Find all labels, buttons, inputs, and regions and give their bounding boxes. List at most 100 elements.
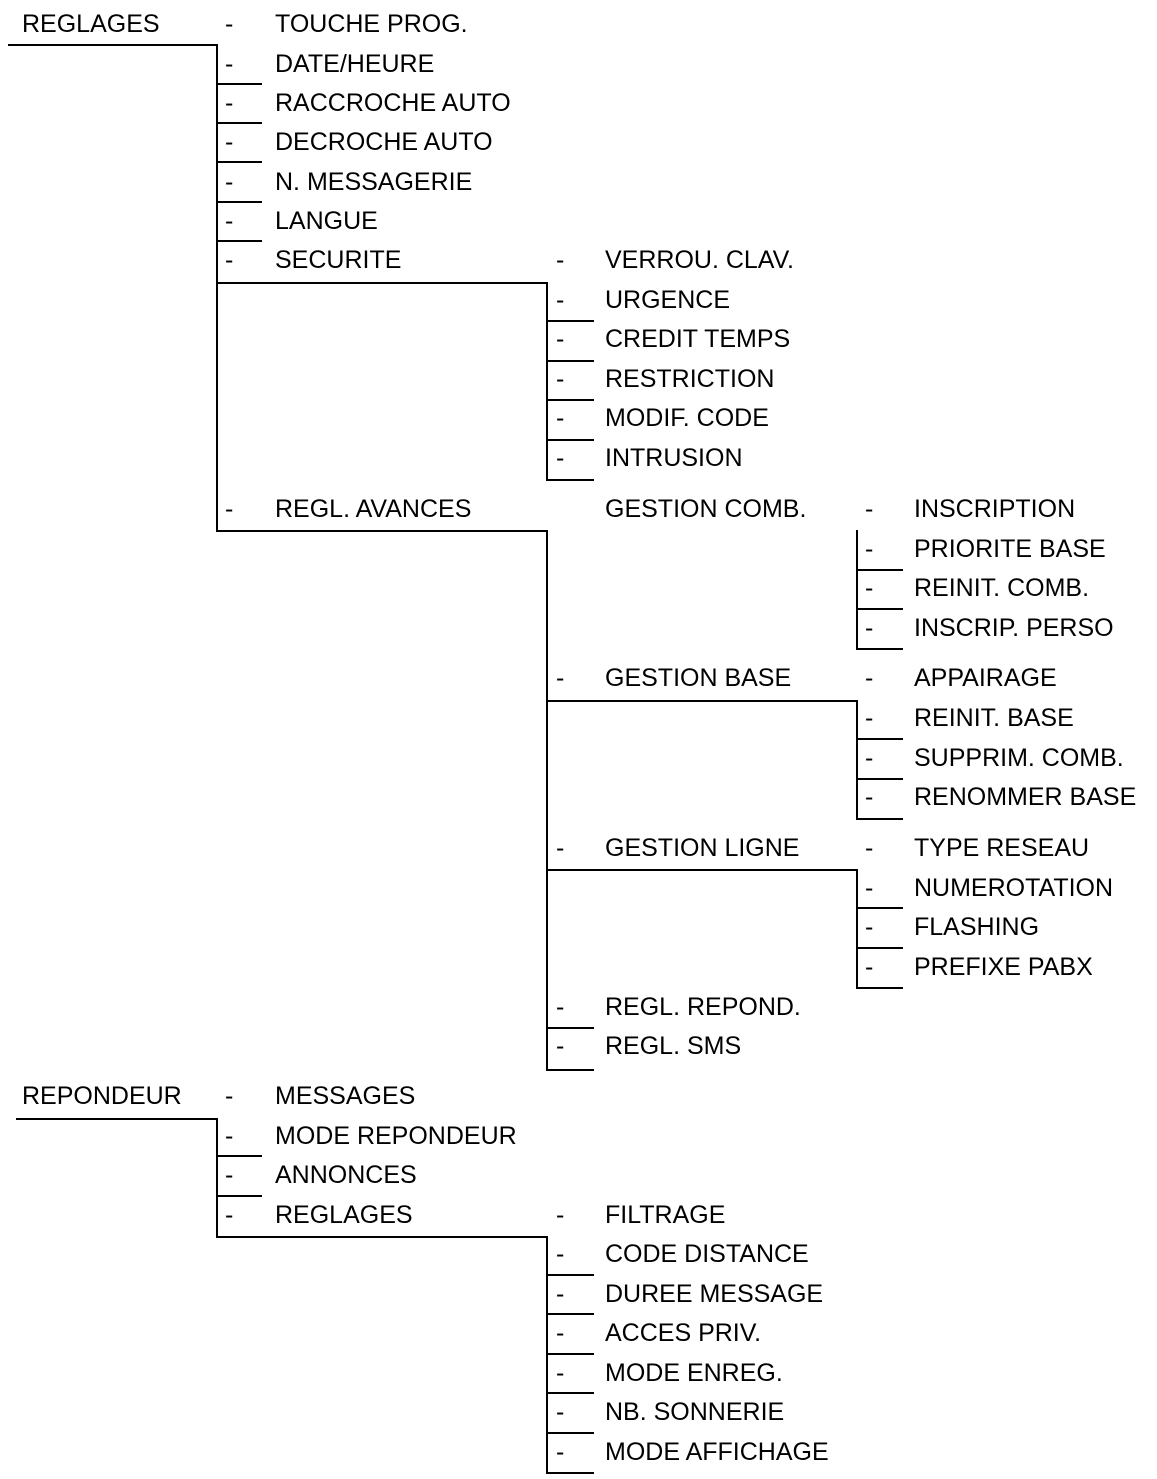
connector-line (546, 399, 594, 401)
dash: - (556, 993, 565, 1021)
connector-line (216, 240, 262, 242)
dash: - (225, 1122, 234, 1150)
connector-line (856, 818, 903, 820)
dash: - (865, 953, 874, 981)
menu-item-mode-affichage: MODE AFFICHAGE (605, 1438, 829, 1466)
dash: - (865, 574, 874, 602)
dash: - (865, 783, 874, 811)
connector-line (216, 83, 262, 85)
connector-line (546, 1392, 594, 1394)
connector-line (546, 1274, 594, 1276)
dash: - (556, 246, 565, 274)
connector-line (546, 1432, 594, 1434)
dash: - (225, 495, 234, 523)
connector-line (546, 1472, 594, 1474)
menu-item-reinit-comb: REINIT. COMB. (914, 574, 1090, 602)
dash: - (556, 664, 565, 692)
dash: - (225, 207, 234, 235)
menu-item-verrou-clav: VERROU. CLAV. (605, 246, 794, 274)
connector-line (546, 700, 858, 702)
connector-line (216, 1236, 548, 1238)
connector-line (856, 947, 903, 949)
menu-item-regl-avances: REGL. AVANCES (275, 495, 472, 523)
dash: - (225, 89, 234, 117)
dash: - (556, 1032, 565, 1060)
menu-item-repondeur-reglages: REGLAGES (275, 1201, 413, 1229)
dash: - (556, 1438, 565, 1466)
connector-line (856, 778, 903, 780)
menu-item-code-distance: CODE DISTANCE (605, 1240, 809, 1268)
root-label-repondeur: REPONDEUR (22, 1082, 182, 1110)
connector-line (856, 987, 903, 989)
connector-line (546, 1353, 594, 1355)
dash: - (865, 874, 874, 902)
root-label-reglages: REGLAGES (22, 10, 160, 38)
dash: - (865, 495, 874, 523)
dash: - (556, 1280, 565, 1308)
connector-line (216, 1195, 262, 1197)
connector-line (546, 869, 858, 871)
menu-item-mode-enreg: MODE ENREG. (605, 1359, 783, 1387)
menu-item-numerotation: NUMEROTATION (914, 874, 1114, 902)
dash: - (225, 168, 234, 196)
dash: - (556, 286, 565, 314)
dash: - (865, 664, 874, 692)
menu-item-restriction: RESTRICTION (605, 365, 775, 393)
connector-line (856, 700, 858, 820)
menu-item-priorite-base: PRIORITE BASE (914, 535, 1106, 563)
dash: - (865, 614, 874, 642)
connector-line (216, 201, 262, 203)
menu-item-gestion-base: GESTION BASE (605, 664, 792, 692)
dash: - (865, 834, 874, 862)
connector-line (856, 738, 903, 740)
connector-line (216, 44, 218, 531)
dash: - (865, 913, 874, 941)
menu-item-renommer-base: RENOMMER BASE (914, 783, 1137, 811)
dash: - (556, 1201, 565, 1229)
menu-item-messages: MESSAGES (275, 1082, 416, 1110)
connector-line (546, 282, 548, 481)
connector-line (546, 1236, 548, 1474)
dash: - (556, 1319, 565, 1347)
dash: - (225, 1082, 234, 1110)
menu-item-securite: SECURITE (275, 246, 402, 274)
connector-line (8, 44, 218, 46)
menu-item-gestion-comb: GESTION COMB. (605, 495, 807, 523)
dash: - (556, 834, 565, 862)
menu-item-regl-repond: REGL. REPOND. (605, 993, 801, 1021)
menu-item-filtrage: FILTRAGE (605, 1201, 726, 1229)
connector-line (856, 530, 858, 650)
menu-item-supprim-comb: SUPPRIM. COMB. (914, 744, 1124, 772)
connector-line (856, 648, 903, 650)
menu-item-langue: LANGUE (275, 207, 378, 235)
connector-line (546, 320, 594, 322)
dash: - (225, 246, 234, 274)
connector-line (856, 569, 903, 571)
menu-item-inscription: INSCRIPTION (914, 495, 1076, 523)
dash: - (865, 744, 874, 772)
menu-item-type-reseau: TYPE RESEAU (914, 834, 1090, 862)
dash: - (556, 1240, 565, 1268)
menu-item-nb-sonnerie: NB. SONNERIE (605, 1398, 785, 1426)
connector-line (216, 161, 262, 163)
dash: - (865, 704, 874, 732)
menu-item-reinit-base: REINIT. BASE (914, 704, 1074, 732)
menu-item-appairage: APPAIRAGE (914, 664, 1057, 692)
connector-line (856, 907, 903, 909)
dash: - (225, 128, 234, 156)
menu-item-intrusion: INTRUSION (605, 444, 743, 472)
dash: - (556, 325, 565, 353)
menu-item-urgence: URGENCE (605, 286, 731, 314)
menu-item-modif-code: MODIF. CODE (605, 404, 769, 432)
dash: - (556, 444, 565, 472)
menu-item-raccroche-auto: RACCROCHE AUTO (275, 89, 511, 117)
connector-line (856, 530, 858, 532)
menu-item-acces-priv: ACCES PRIV. (605, 1319, 762, 1347)
connector-line (16, 1118, 218, 1120)
menu-item-prefixe-pabx: PREFIXE PABX (914, 953, 1093, 981)
menu-item-duree-message: DUREE MESSAGE (605, 1280, 824, 1308)
dash: - (225, 1201, 234, 1229)
connector-line (216, 122, 262, 124)
dash: - (556, 1398, 565, 1426)
